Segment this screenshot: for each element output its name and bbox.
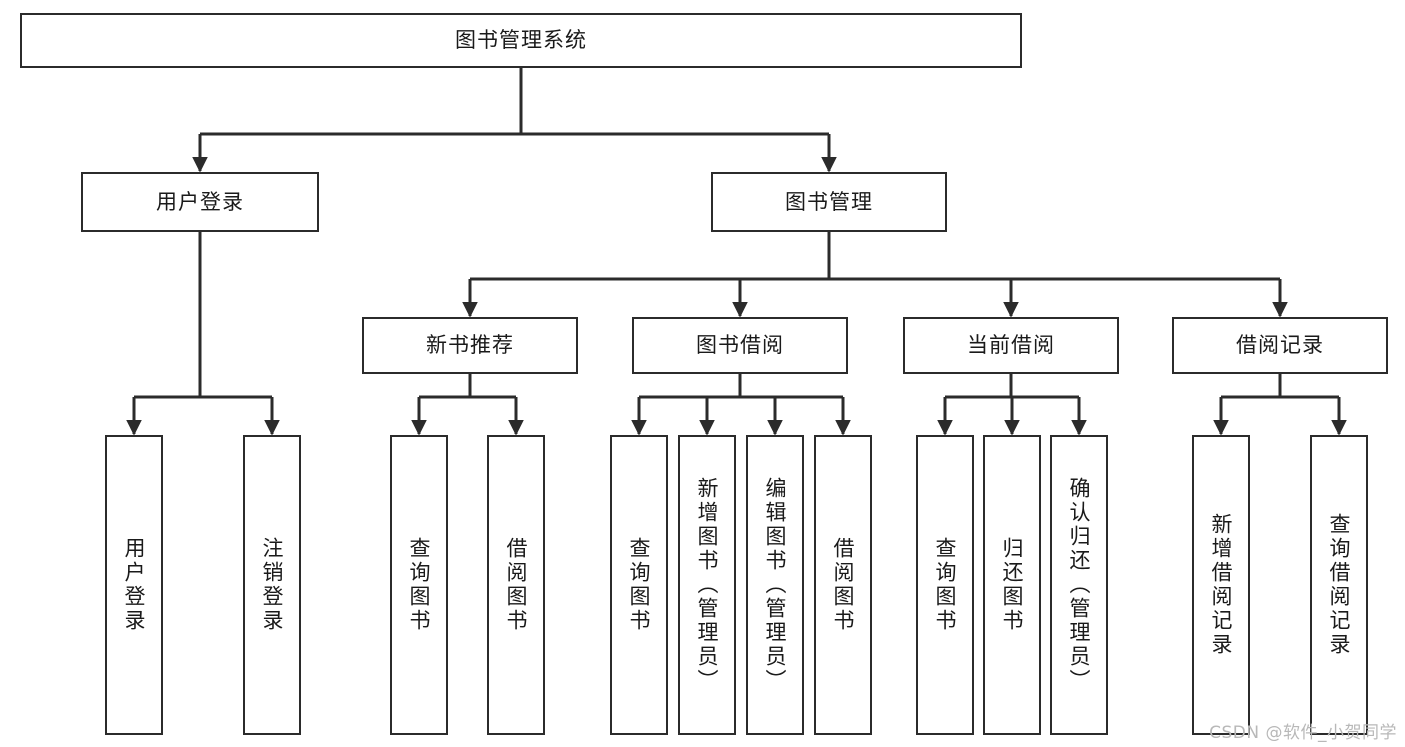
node-label: 借阅记录 [1236, 333, 1324, 358]
node-label: 注销登录 [260, 537, 285, 633]
node-label: 图书管理系统 [455, 28, 587, 53]
node-leaf-confirm-return[interactable]: 确认归还（管理员） [1050, 435, 1108, 735]
node-leaf-borrow-book-1[interactable]: 借阅图书 [487, 435, 545, 735]
node-book-manage[interactable]: 图书管理 [711, 172, 947, 232]
node-leaf-query-book-2[interactable]: 查询图书 [610, 435, 668, 735]
node-book-borrow[interactable]: 图书借阅 [632, 317, 848, 374]
node-leaf-return-book[interactable]: 归还图书 [983, 435, 1041, 735]
node-label: 借阅图书 [831, 537, 856, 633]
node-label: 查询借阅记录 [1327, 513, 1352, 657]
node-label: 编辑图书（管理员） [763, 477, 788, 693]
node-root[interactable]: 图书管理系统 [20, 13, 1022, 68]
node-user-login[interactable]: 用户登录 [81, 172, 319, 232]
node-label: 图书管理 [785, 189, 873, 214]
node-label: 查询图书 [933, 537, 958, 633]
node-label: 用户登录 [122, 537, 147, 633]
node-leaf-user-logout[interactable]: 注销登录 [243, 435, 301, 735]
node-label: 确认归还（管理员） [1067, 477, 1092, 693]
node-label: 用户登录 [156, 189, 244, 214]
node-new-book-rec[interactable]: 新书推荐 [362, 317, 578, 374]
node-label: 查询图书 [627, 537, 652, 633]
node-label: 查询图书 [407, 537, 432, 633]
node-borrow-record[interactable]: 借阅记录 [1172, 317, 1388, 374]
node-leaf-user-login[interactable]: 用户登录 [105, 435, 163, 735]
node-label: 新增借阅记录 [1209, 513, 1234, 657]
node-label: 新增图书（管理员） [695, 477, 720, 693]
node-leaf-query-book-3[interactable]: 查询图书 [916, 435, 974, 735]
node-leaf-query-book-1[interactable]: 查询图书 [390, 435, 448, 735]
node-leaf-borrow-book-2[interactable]: 借阅图书 [814, 435, 872, 735]
node-label: 新书推荐 [426, 333, 514, 358]
node-current-borrow[interactable]: 当前借阅 [903, 317, 1119, 374]
node-label: 归还图书 [1000, 537, 1025, 633]
node-leaf-add-book[interactable]: 新增图书（管理员） [678, 435, 736, 735]
node-label: 图书借阅 [696, 333, 784, 358]
node-leaf-add-record[interactable]: 新增借阅记录 [1192, 435, 1250, 735]
node-label: 当前借阅 [967, 333, 1055, 358]
node-label: 借阅图书 [504, 537, 529, 633]
node-leaf-edit-book[interactable]: 编辑图书（管理员） [746, 435, 804, 735]
node-leaf-query-record[interactable]: 查询借阅记录 [1310, 435, 1368, 735]
